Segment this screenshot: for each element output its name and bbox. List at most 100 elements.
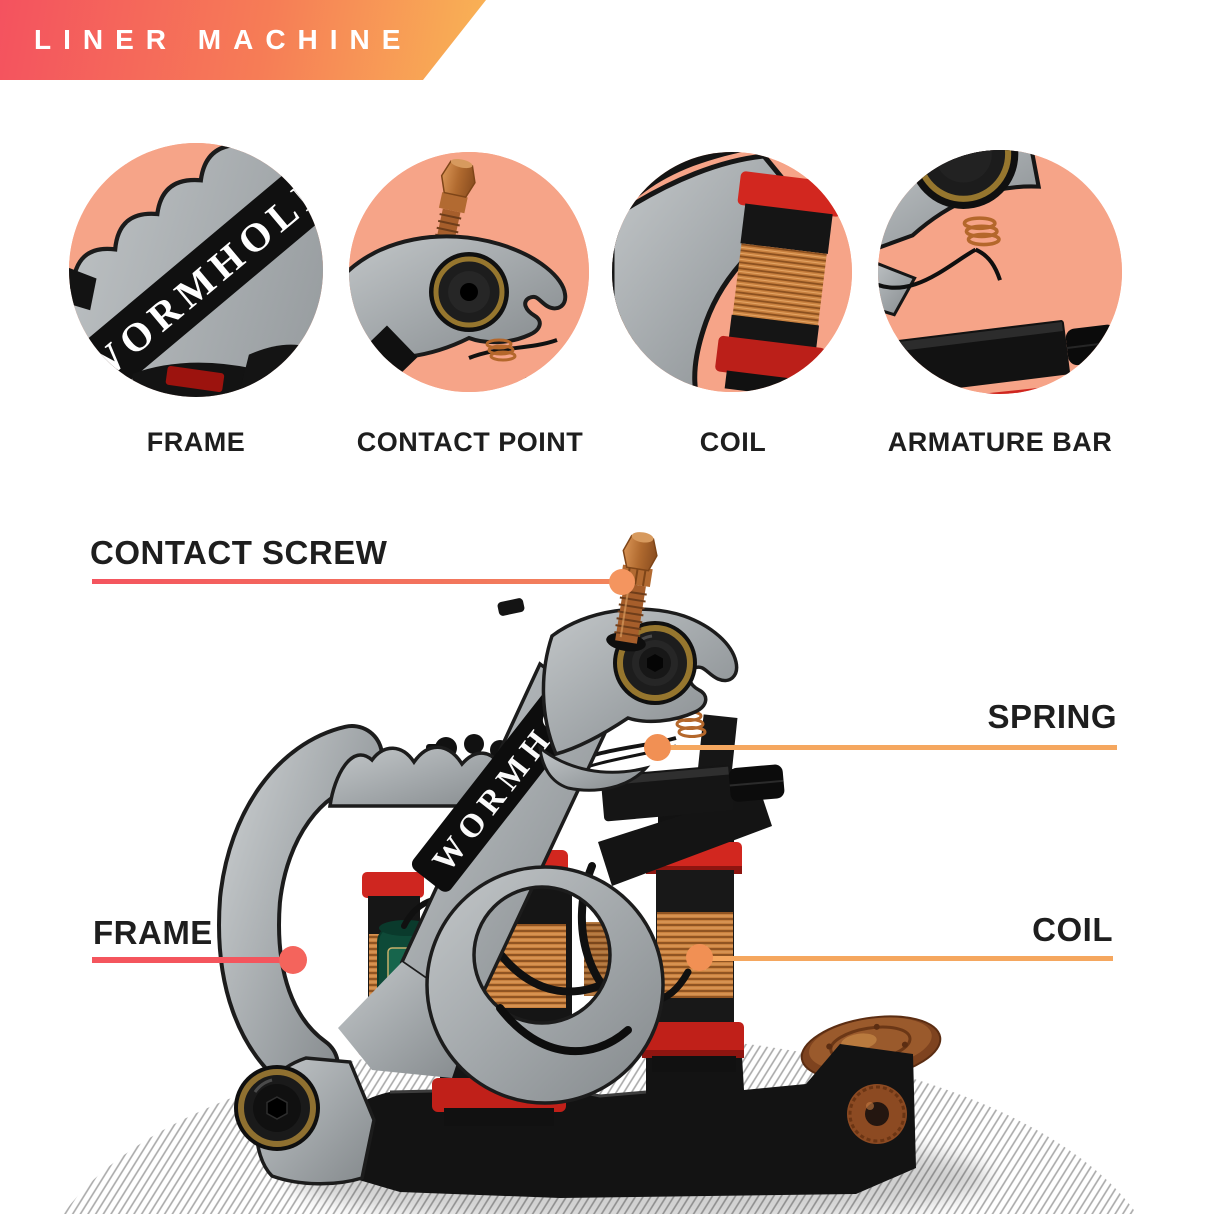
frame-foot — [254, 1056, 376, 1186]
capacitor-top — [379, 920, 433, 936]
brand-text: WORMHOLE — [426, 648, 618, 879]
coil-copper-winding — [732, 243, 827, 328]
caption-frame: FRAME — [146, 427, 246, 457]
right-coil-top-rim — [646, 866, 742, 874]
coil-wires — [401, 862, 692, 1073]
armature-bar-closeup-illustration — [878, 150, 1122, 394]
brand-band-plate — [411, 632, 629, 892]
rear-bracket — [598, 790, 772, 886]
pivot-screw — [613, 621, 697, 705]
screw-threads — [614, 589, 647, 638]
machine-shadow — [290, 1133, 990, 1214]
pivot-screw — [429, 252, 509, 332]
armature-bar-sheen — [878, 321, 1063, 354]
screw-hex-head — [622, 534, 658, 572]
coil-yoke — [685, 769, 747, 815]
frame-closeup-illustration: WORMHOLE — [69, 143, 323, 397]
detail-thumb-contact-point: OLE — [349, 152, 589, 392]
front-coil-base — [444, 1108, 554, 1126]
right-coil — [642, 769, 747, 1072]
left-coil-body — [368, 896, 420, 1044]
frame-callout-label: FRAME — [93, 914, 213, 951]
contact-screw-callout-dot — [609, 569, 635, 595]
brand-band: WORMHOLE — [411, 632, 629, 892]
middle-coil-shade — [584, 922, 642, 996]
spring-wire — [878, 247, 1002, 290]
right-coil-base — [652, 1056, 736, 1072]
frame-edge-black — [69, 267, 97, 311]
head-edge-nub — [497, 598, 525, 616]
coil-callout-line — [711, 956, 1113, 961]
frame-lower-hook — [538, 744, 651, 792]
capacitor-body — [377, 925, 435, 1031]
frame-steel — [69, 143, 323, 397]
hatched-platform — [63, 1035, 1137, 1214]
frame-head — [541, 607, 739, 757]
contact-screw-callout-label: CONTACT SCREW — [90, 534, 388, 571]
copper-binding-disc — [800, 1015, 942, 1081]
caption-armature-bar: ARMATURE BAR — [887, 427, 1113, 457]
coil-callout-dot — [686, 944, 713, 971]
detail-thumb-frame: WORMHOLE — [69, 143, 323, 397]
coil-callout-label: COIL — [1032, 911, 1113, 948]
coil-body-top — [740, 203, 833, 254]
screw-cap — [631, 532, 654, 543]
frame-wavy-top — [328, 745, 525, 808]
spring-callout-line — [668, 745, 1117, 750]
right-coil-top-flange — [646, 842, 742, 872]
screw-cap — [450, 159, 473, 169]
rear-post — [696, 714, 738, 788]
frame-filler — [338, 962, 474, 1078]
nub-facet — [729, 779, 784, 787]
foot-screw — [234, 1065, 320, 1151]
coil-bottom-flange — [715, 335, 826, 384]
page-title: LINER MACHINE — [34, 24, 413, 55]
right-coil-bottom-rim — [642, 1050, 744, 1058]
left-coil-top-flange — [362, 872, 424, 898]
armature-bar-sheen — [602, 766, 729, 786]
frame-callout-dot — [279, 946, 307, 974]
frame-c-curve — [221, 728, 380, 1094]
title-banner: LINER MACHINE — [0, 0, 486, 80]
coil-screw-tops — [426, 734, 510, 760]
middle-coil-winding — [584, 922, 642, 996]
left-coil-winding — [369, 934, 419, 1004]
rear-spring-coil — [671, 702, 707, 738]
frame-callout-line — [92, 957, 282, 963]
caption-coil: COIL — [699, 427, 767, 457]
spring-callout-dot — [644, 734, 671, 761]
brand-band — [69, 145, 323, 397]
right-coil-cap — [658, 806, 734, 846]
rear-spring-coil — [962, 216, 1001, 247]
screw-knurl — [438, 192, 468, 214]
spring-callout-label: SPRING — [987, 698, 1117, 735]
capacitor-label-text: -40+105°C — [400, 952, 415, 1015]
front-coil-body — [440, 880, 572, 1085]
capacitor-label-band — [387, 947, 427, 1021]
front-wire — [496, 1004, 632, 1056]
frame-ring — [425, 865, 665, 1105]
left-coil — [358, 872, 426, 1056]
base-rusty-screw — [847, 1084, 907, 1144]
armature-bar-nub — [728, 764, 785, 802]
front-coil — [432, 850, 642, 1126]
left-coil-bottom-flange — [358, 1030, 426, 1056]
machine-base — [318, 1044, 916, 1198]
contact-screw-callout-line — [92, 579, 620, 584]
caption-contact-point: CONTACT POINT — [356, 427, 584, 457]
base-bevel — [389, 1086, 647, 1098]
coil-flange-sliver — [165, 366, 225, 393]
capacitor: -40+105°C — [377, 920, 435, 1031]
detail-thumb-coil — [612, 152, 852, 392]
frame: WORMHOLE — [217, 598, 739, 1186]
screw-grommet — [606, 632, 646, 652]
detail-thumb-armature-bar — [878, 150, 1122, 394]
front-coil-bottom-flange — [432, 1078, 566, 1112]
frame-c-outline — [217, 724, 384, 1098]
coil-assembly — [715, 171, 844, 392]
frame-diagonal-bar — [399, 661, 615, 1015]
right-coil-bottom-flange — [642, 1022, 744, 1056]
contact-point-closeup-illustration: OLE — [349, 152, 589, 392]
armature-bar — [600, 764, 785, 822]
